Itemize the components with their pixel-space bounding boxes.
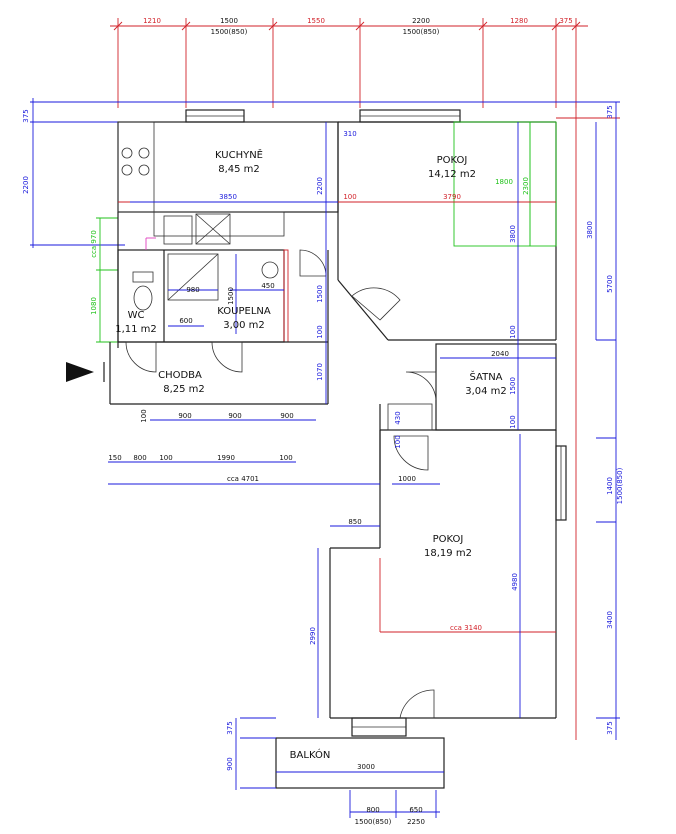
room-balkon-name: BALKÓN xyxy=(290,748,331,761)
dim-bot-800: 800 xyxy=(133,454,146,462)
dim-left-375: 375 xyxy=(22,109,30,122)
walls xyxy=(109,109,567,789)
dim-r-3800: 3800 xyxy=(586,221,594,239)
dim-p-2300: 2300 xyxy=(522,177,530,195)
dim-left-1080: 1080 xyxy=(90,297,98,315)
dim-b-1500b: 1500 xyxy=(316,285,324,303)
dim-ch-900b: 900 xyxy=(228,412,241,420)
dim-top-375: 375 xyxy=(559,17,572,25)
dim-s-1500: 1500 xyxy=(509,377,517,395)
dim-c-100: 100 xyxy=(316,325,324,338)
room-kuchyne-name: KUCHYNĚ xyxy=(215,148,263,161)
room-koupelna-name: KOUPELNA xyxy=(217,306,271,317)
dim-bot-100b: 100 xyxy=(279,454,292,462)
dim-c-430: 430 xyxy=(394,411,402,424)
dim-top-1500-850: 1500(850) xyxy=(211,28,248,36)
dim-top-1500-850b: 1500(850) xyxy=(403,28,440,36)
dim-k-3850: 3850 xyxy=(219,193,237,201)
dim-p2-cca3140: cca 3140 xyxy=(450,624,482,632)
top-dimension-line xyxy=(110,18,588,108)
dim-ch-900c: 900 xyxy=(280,412,293,420)
room-pokoj1-name: POKOJ xyxy=(437,155,468,166)
dim-bot-150: 150 xyxy=(108,454,121,462)
dim-left-2200: 2200 xyxy=(22,176,30,194)
room-pokoj2-name: POKOJ xyxy=(433,534,464,545)
dim-k-2200: 2200 xyxy=(316,177,324,195)
room-koupelna-area: 3,00 m2 xyxy=(223,320,265,331)
dim-c-1070: 1070 xyxy=(316,363,324,381)
dim-cca4701: cca 4701 xyxy=(227,475,259,483)
dim-bal-3000: 3000 xyxy=(357,763,375,771)
dim-ch-900a: 900 xyxy=(178,412,191,420)
dim-l-375: 375 xyxy=(226,721,234,734)
dim-left-cca970: cca 970 xyxy=(90,230,98,258)
room-wc-name: WC xyxy=(128,310,145,321)
dim-bot-100: 100 xyxy=(159,454,172,462)
dim-bal-2250: 2250 xyxy=(407,818,425,826)
dim-p2-4980: 4980 xyxy=(511,573,519,591)
room-satna-name: ŠATNA xyxy=(469,370,502,383)
bed-outline xyxy=(453,121,531,247)
dim-p-1800: 1800 xyxy=(495,178,513,186)
dim-r-3400: 3400 xyxy=(606,611,614,629)
balkon-outline xyxy=(275,737,445,789)
dim-p-310: 310 xyxy=(343,130,356,138)
dim-b-1500: 1500 xyxy=(227,287,235,305)
dim-d-1000: 1000 xyxy=(398,475,416,483)
dim-s-100b: 100 xyxy=(509,415,517,428)
entrance-arrow xyxy=(66,362,94,382)
room-chodba-name: CHODBA xyxy=(158,370,202,381)
dim-ch-100: 100 xyxy=(140,409,148,422)
room-satna-area: 3,04 m2 xyxy=(465,386,507,397)
dim-bal-800: 800 xyxy=(366,806,379,814)
dim-s-100: 100 xyxy=(509,325,517,338)
dim-r-375: 375 xyxy=(606,721,614,734)
dim-p-3800: 3800 xyxy=(509,225,517,243)
dim-bal-1500-850: 1500(850) xyxy=(355,818,392,826)
room-pokoj1-area: 14,12 m2 xyxy=(428,169,476,180)
dim-p2-850: 850 xyxy=(348,518,361,526)
room-chodba-area: 8,25 m2 xyxy=(163,384,205,395)
dim-top-1550: 1550 xyxy=(307,17,325,25)
dim-top-1280: 1280 xyxy=(510,17,528,25)
dim-r-375-top: 375 xyxy=(606,105,614,118)
dim-b-450: 450 xyxy=(261,282,274,290)
dim-c-100b: 100 xyxy=(394,435,402,448)
dim-r-1500-850: 1500(850) xyxy=(616,467,624,504)
dim-bot-1990: 1990 xyxy=(217,454,235,462)
dim-top-2200: 2200 xyxy=(412,17,430,25)
room-wc-area: 1,11 m2 xyxy=(115,324,157,335)
dim-p-100: 100 xyxy=(343,193,356,201)
dim-s-2040: 2040 xyxy=(491,350,509,358)
dim-r-1400: 1400 xyxy=(606,477,614,495)
dim-r-5700: 5700 xyxy=(606,275,614,293)
dim-p-3790: 3790 xyxy=(443,193,461,201)
dim-top-1500: 1500 xyxy=(220,17,238,25)
room-pokoj2-area: 18,19 m2 xyxy=(424,548,472,559)
dim-b-600: 600 xyxy=(179,317,192,325)
room-kuchyne-area: 8,45 m2 xyxy=(218,164,260,175)
dim-p2-2990: 2990 xyxy=(309,627,317,645)
dim-top-1210: 1210 xyxy=(143,17,161,25)
dim-bal-650: 650 xyxy=(409,806,422,814)
dim-l-900: 900 xyxy=(226,757,234,770)
dim-b-980: 980 xyxy=(186,286,199,294)
